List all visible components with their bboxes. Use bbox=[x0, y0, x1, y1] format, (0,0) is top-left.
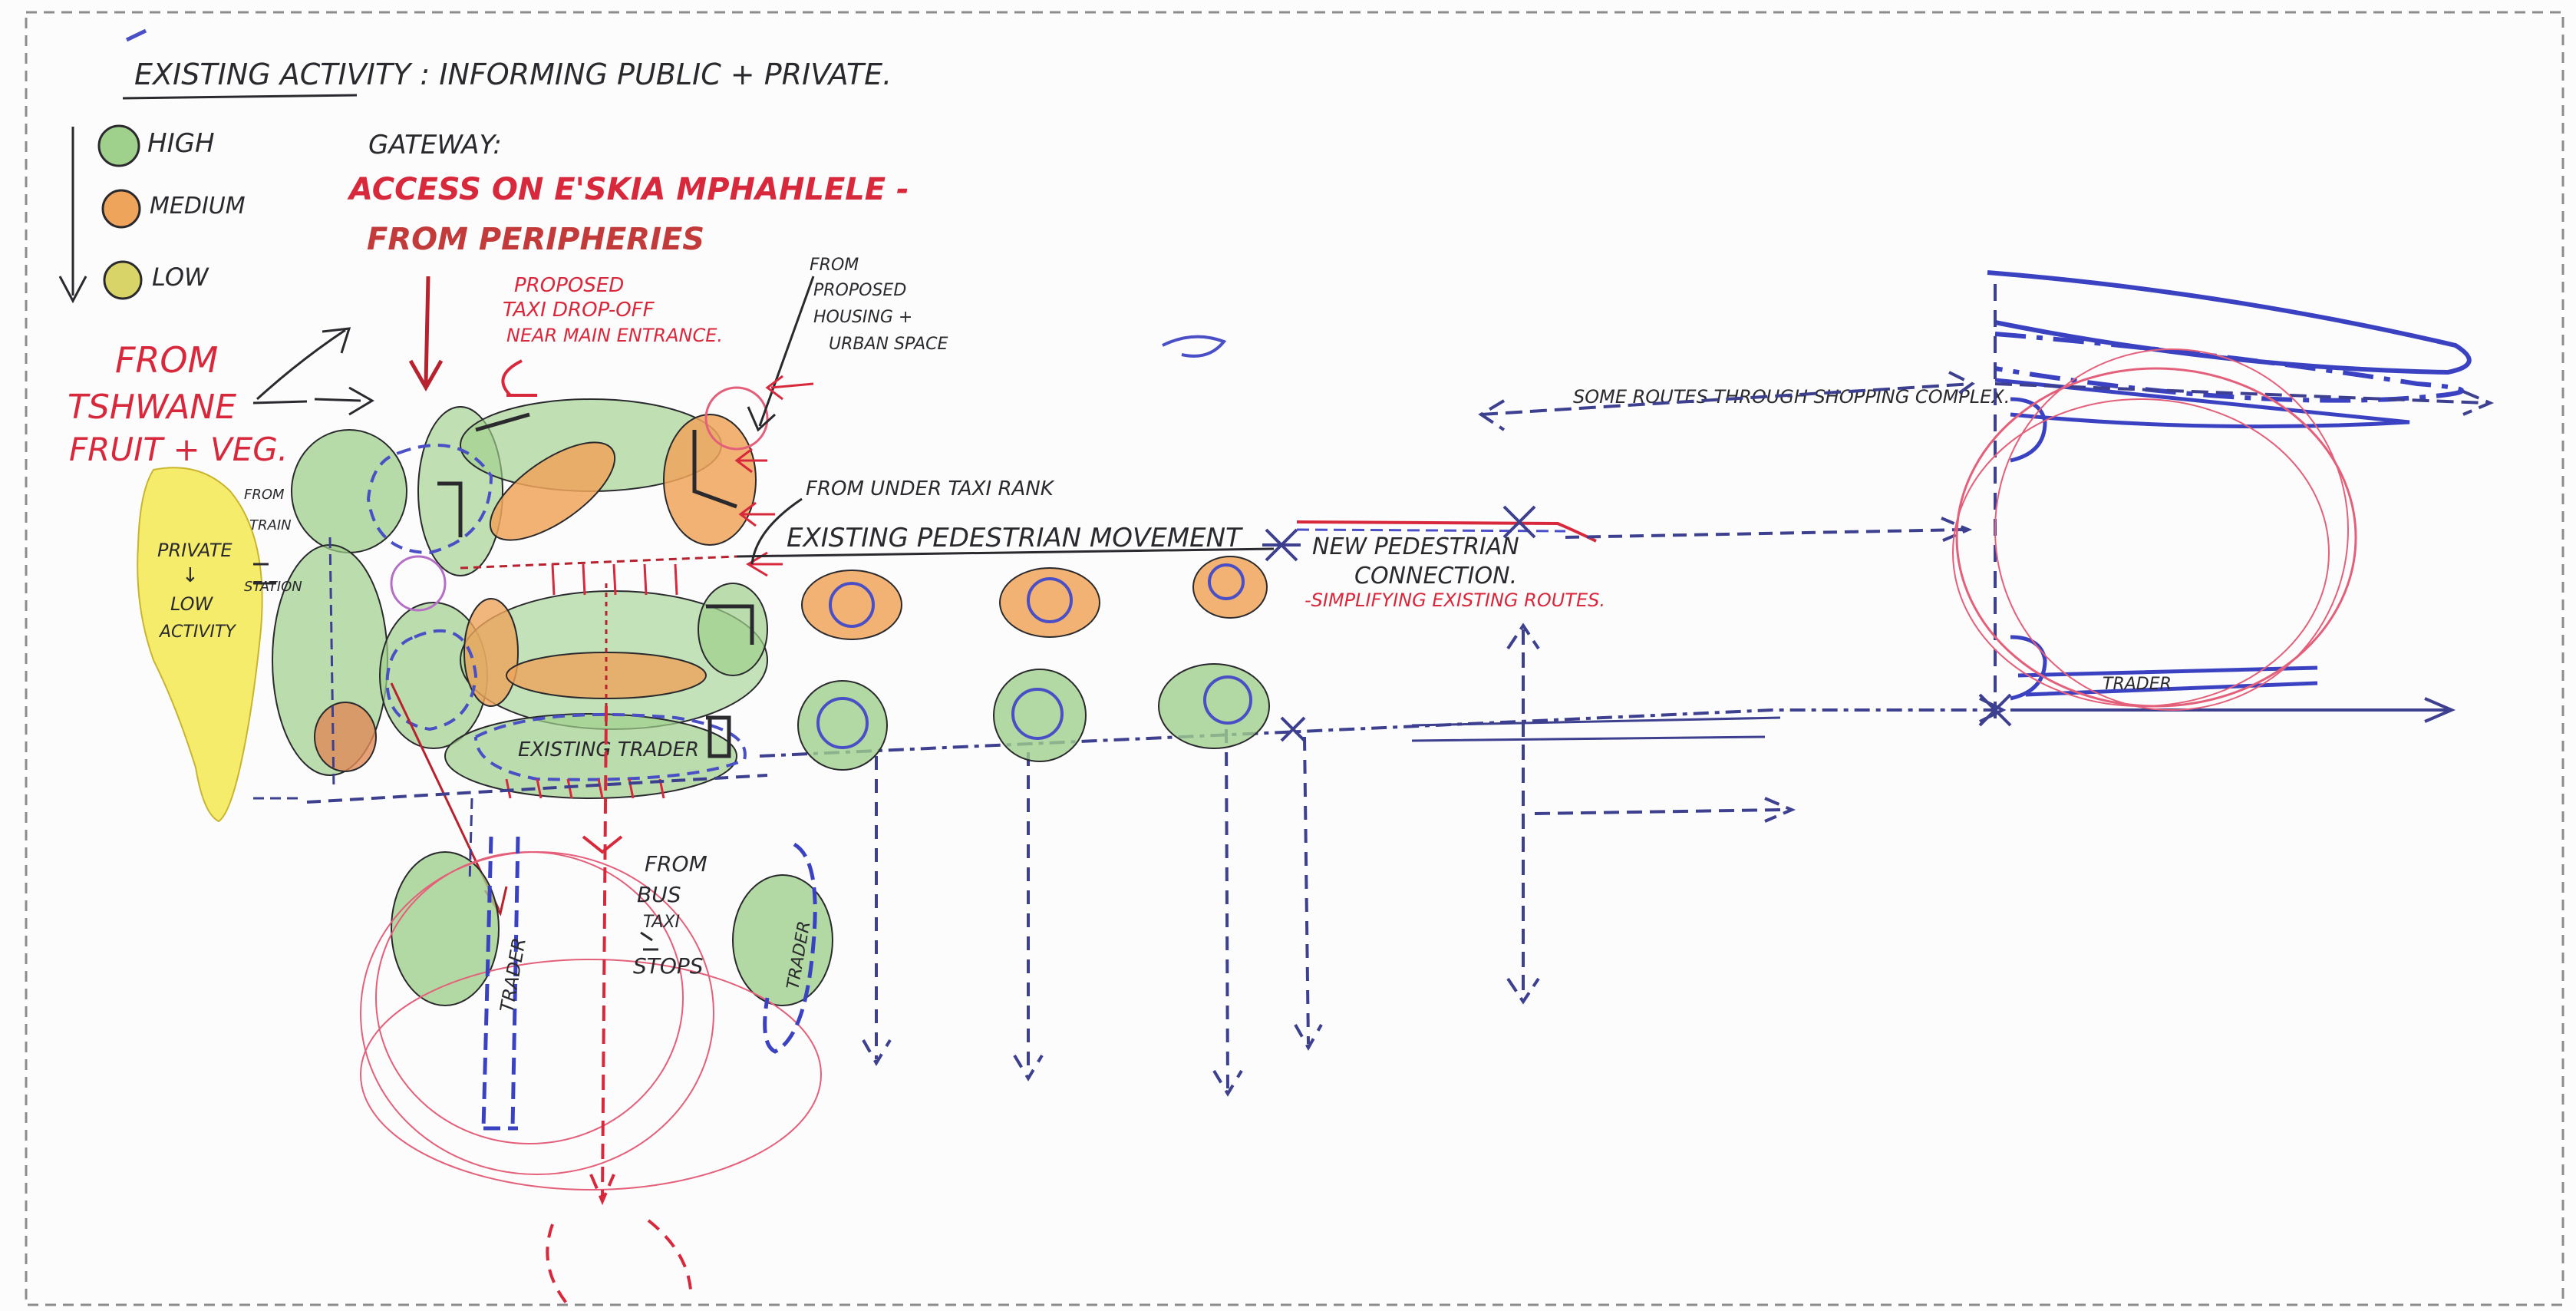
from-tshwane-line-1: FROM bbox=[115, 339, 218, 381]
from-housing-line-3: HOUSING + bbox=[813, 308, 912, 327]
vertical-connector bbox=[1508, 626, 1539, 1002]
new-pedestrian-line-2: CONNECTION. bbox=[1354, 563, 1517, 589]
legend-high-swatch bbox=[99, 126, 139, 166]
legend: EXISTING ACTIVITY : INFORMING PUBLIC + P… bbox=[60, 31, 892, 301]
pink-circle bbox=[1995, 349, 2348, 710]
from-housing-line-2: PROPOSED bbox=[813, 281, 906, 300]
private-low-activity-zone: PRIVATE ↓ LOW ACTIVITY bbox=[137, 467, 262, 821]
vertical-connector bbox=[1295, 737, 1321, 1048]
green-node bbox=[994, 669, 1086, 761]
curved-arrow bbox=[257, 329, 349, 399]
from-housing-line-4: URBAN SPACE bbox=[829, 335, 948, 354]
proposed-taxi-line-2: TAXI DROP-OFF bbox=[503, 299, 655, 322]
legend-down-arrow bbox=[60, 127, 86, 301]
vertical-connector bbox=[1214, 729, 1242, 1094]
legend-low-swatch bbox=[104, 262, 141, 299]
existing-pedestrian-label: EXISTING PEDESTRIAN MOVEMENT bbox=[787, 523, 1243, 553]
pink-circle bbox=[1953, 399, 2329, 706]
gateway-label: GATEWAY: bbox=[368, 130, 502, 160]
orange-node bbox=[802, 570, 902, 639]
blue-loop-middle bbox=[1995, 334, 2462, 401]
from-train-line-1: FROM bbox=[244, 487, 285, 503]
from-bus-line-1: FROM bbox=[645, 851, 707, 877]
proposed-taxi-line-1: PROPOSED bbox=[514, 274, 624, 297]
green-zone bbox=[698, 583, 767, 675]
red-access-ticks bbox=[552, 564, 677, 595]
legend-title-underline bbox=[123, 95, 357, 98]
legend-title: EXISTING ACTIVITY : INFORMING PUBLIC + P… bbox=[134, 58, 892, 91]
green-node bbox=[798, 681, 887, 770]
gateway-line-1: ACCESS ON E'SKIA MPHAHLELE - bbox=[347, 172, 909, 207]
blue-scribble bbox=[1163, 337, 1224, 356]
from-bus-line-2: BUS bbox=[637, 882, 681, 907]
existing-trader-label: EXISTING TRADER bbox=[518, 738, 699, 761]
parallel-route-lines bbox=[1412, 718, 1780, 741]
from-tshwane-line-2: TSHWANE bbox=[68, 388, 236, 427]
private-line-2: ↓ bbox=[182, 564, 199, 587]
purple-circle bbox=[391, 556, 445, 610]
vertical-connector bbox=[1014, 752, 1042, 1078]
legend-low-label: LOW bbox=[152, 263, 209, 292]
tshwane-entry-arrow bbox=[253, 388, 372, 414]
legend-high-label: HIGH bbox=[147, 128, 215, 159]
vertical-connector bbox=[863, 756, 890, 1063]
node-marker bbox=[1281, 718, 1304, 741]
private-line-3: LOW bbox=[170, 593, 214, 615]
node-marker bbox=[1262, 530, 1301, 560]
new-pedestrian-line-3: -SIMPLIFYING EXISTING ROUTES. bbox=[1304, 589, 1605, 611]
lower-pedestrian-route bbox=[760, 710, 1995, 756]
side-branch-route bbox=[1535, 798, 1792, 821]
housing-arrow bbox=[748, 276, 813, 430]
activity-nodes bbox=[798, 556, 1269, 770]
legend-medium-swatch bbox=[103, 190, 140, 227]
taxi-drop-off-arrow bbox=[503, 361, 537, 395]
yellow-zone-shape bbox=[137, 467, 262, 821]
private-line-1: PRIVATE bbox=[157, 540, 233, 561]
from-bus-line-4: STOPS bbox=[633, 953, 704, 979]
eastern-shopping-loop: TRADER bbox=[1953, 272, 2490, 725]
proposed-taxi-line-3: NEAR MAIN ENTRANCE. bbox=[506, 325, 723, 346]
orange-zone bbox=[315, 702, 376, 771]
from-tshwane-line-3: FRUIT + VEG. bbox=[69, 431, 288, 468]
private-line-4: ACTIVITY bbox=[158, 622, 236, 642]
housing-red-arrow bbox=[767, 376, 813, 399]
green-zone bbox=[733, 875, 833, 1006]
plus-mark bbox=[641, 933, 658, 949]
trader-label-left: TRADER bbox=[496, 936, 530, 1014]
gateway-line-2: FROM PERIPHERIES bbox=[367, 222, 704, 257]
from-train-line-2: TRAIN bbox=[249, 517, 292, 533]
upper-pedestrian-route bbox=[1565, 518, 1968, 541]
green-zone bbox=[292, 430, 407, 553]
pen-mark bbox=[127, 31, 146, 40]
red-arrowhead bbox=[583, 837, 622, 852]
pink-circle bbox=[1957, 368, 2356, 706]
from-taxi-rank-label: FROM UNDER TAXI RANK bbox=[806, 477, 1055, 500]
gateway-down-arrow bbox=[411, 276, 441, 388]
legend-medium-label: MEDIUM bbox=[150, 193, 246, 220]
red-dashed-route bbox=[460, 556, 737, 568]
new-pedestrian-line-1: NEW PEDESTRIAN bbox=[1312, 533, 1519, 560]
from-bus-line-3: TAXI bbox=[643, 913, 680, 932]
from-train-line-3: STATION bbox=[244, 579, 302, 595]
red-dashed-arc bbox=[547, 1220, 691, 1305]
green-node bbox=[1159, 664, 1269, 748]
vehicle-trader-label: TRADER bbox=[2103, 675, 2172, 694]
from-housing-line-1: FROM bbox=[810, 256, 859, 275]
eastern-exit-arrow bbox=[2010, 698, 2452, 722]
